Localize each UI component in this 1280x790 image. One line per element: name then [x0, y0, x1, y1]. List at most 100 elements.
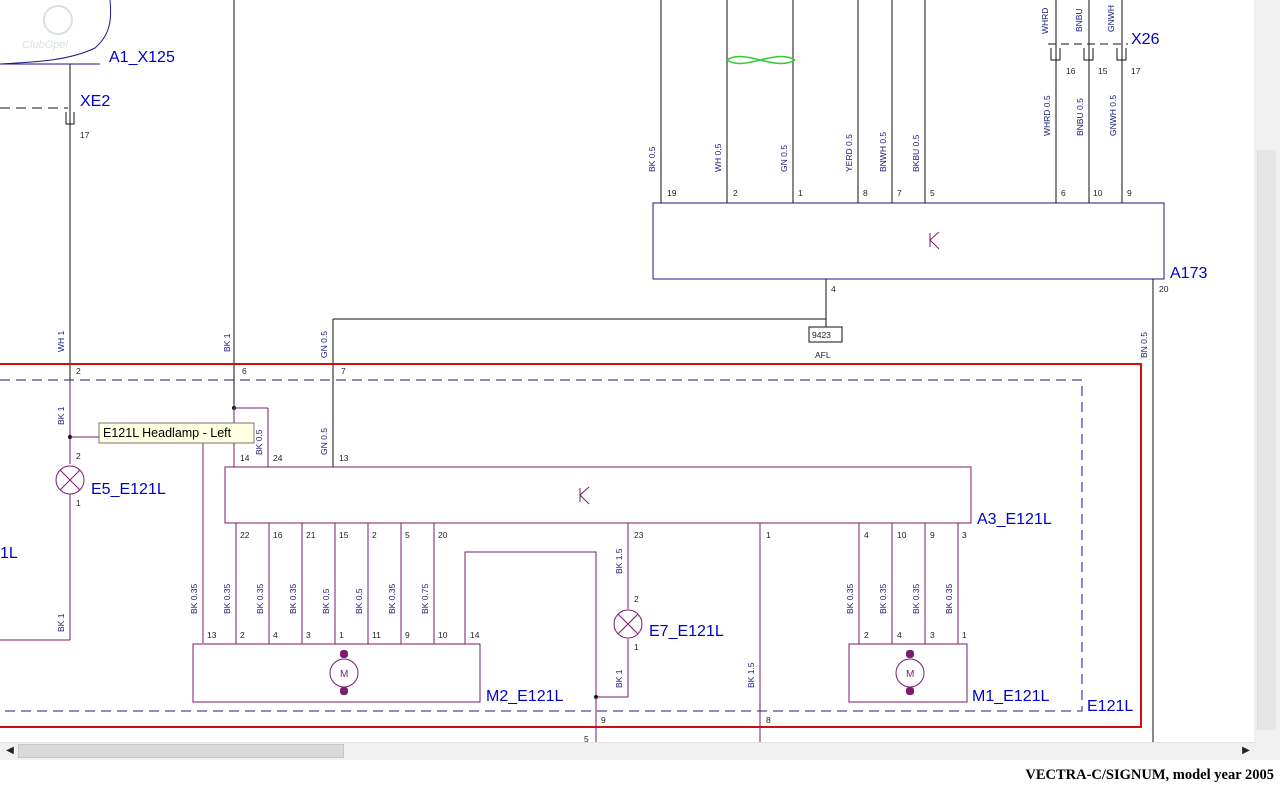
pin-label: 6 — [1061, 188, 1066, 198]
a3-module[interactable] — [224, 466, 972, 524]
pin-label: 10 — [897, 530, 907, 540]
wire-label: BNBU 0.5 — [1075, 98, 1085, 136]
e121l-dashed-frame — [0, 379, 1083, 712]
pin-label: 8 — [863, 188, 868, 198]
m1-label: M1_E121L — [972, 688, 1049, 705]
motor-symbol: M — [906, 669, 914, 680]
pin-label: 22 — [240, 530, 250, 540]
transistor-icon — [579, 486, 590, 505]
wire-label: GNWH — [1106, 5, 1116, 32]
motor-symbol: M — [340, 669, 348, 680]
pin-label: 3 — [306, 630, 311, 640]
pin-label: 5 — [405, 530, 410, 540]
pin-label: 9 — [930, 530, 935, 540]
pin-label: 23 — [634, 530, 644, 540]
m1-motor-module[interactable] — [848, 643, 968, 703]
lamp-icon — [55, 465, 85, 495]
x26-connector-icon — [1050, 48, 1127, 61]
pin-label: 15 — [1098, 66, 1108, 76]
pin-label: 16 — [1066, 66, 1076, 76]
wire-label: BK 0.35 — [255, 583, 265, 614]
component-tooltip: E121L Headlamp - Left — [98, 422, 255, 444]
pin-label: 2 — [864, 630, 869, 640]
pin-label: 6 — [242, 366, 247, 376]
pin-label: 17 — [80, 130, 90, 140]
partial-left-label: 1L — [0, 545, 18, 562]
wire-label: BK 1 — [222, 333, 232, 352]
wire-label: BK 0.35 — [911, 583, 921, 614]
wire-label: BK 1.5 — [746, 662, 756, 688]
pin-label: 17 — [1131, 66, 1141, 76]
vertical-scrollbar-thumb[interactable] — [1257, 150, 1276, 730]
afl-label: AFL — [815, 350, 831, 360]
pin-label: 2 — [76, 451, 81, 461]
pin-label: 16 — [273, 530, 283, 540]
wire-label: WHRD 0.5 — [1042, 95, 1052, 136]
wire-label: BK 0.35 — [845, 583, 855, 614]
wire-label: WH 1 — [56, 330, 66, 352]
pin-label: 14 — [240, 453, 250, 463]
wire-label: BK 0.35 — [387, 583, 397, 614]
wire-label: GN 0.5 — [319, 331, 329, 358]
wire-label: BK 0.5 — [254, 429, 264, 455]
wire-label: BK 1 — [614, 669, 624, 688]
wire-label: BK 0.35 — [878, 583, 888, 614]
pin-label: 4 — [897, 630, 902, 640]
svg-text:ClubOpel: ClubOpel — [22, 39, 68, 51]
wire-label: BNBU — [1074, 8, 1084, 32]
horizontal-scrollbar-thumb[interactable] — [18, 744, 344, 758]
wire-label: GNWH 0.5 — [1108, 95, 1118, 136]
pin-label: 21 — [306, 530, 316, 540]
pin-label: 4 — [831, 284, 836, 294]
pin-label: 5 — [584, 734, 589, 742]
wire-label: WH 0.5 — [713, 143, 723, 172]
a173-label: A173 — [1170, 265, 1207, 282]
pin-label: 7 — [341, 366, 346, 376]
site-logo-watermark: ClubOpel — [22, 5, 73, 51]
wiring-diagram: ClubOpel A1_X125 XE2 17 WHRD BNBU GNWH X… — [0, 0, 1207, 742]
pin-label: 2 — [733, 188, 738, 198]
pin-label: 4 — [273, 630, 278, 640]
wire-label: YERD 0.5 — [844, 134, 854, 172]
scroll-right-icon[interactable]: ▶ — [1242, 745, 1250, 756]
m2-motor-module[interactable] — [192, 643, 481, 703]
motor-icon: M — [329, 650, 359, 695]
wiring-diagram-viewport[interactable]: ClubOpel A1_X125 XE2 17 WHRD BNBU GNWH X… — [0, 0, 1254, 742]
pin-label: 13 — [339, 453, 349, 463]
pin-label: 8 — [766, 715, 771, 725]
pin-label: 1 — [634, 642, 639, 652]
e121l-label: E121L — [1087, 698, 1133, 715]
a3-label: A3_E121L — [977, 511, 1052, 528]
pin-label: 15 — [339, 530, 349, 540]
pin-label: 19 — [667, 188, 677, 198]
scrollbar-corner — [1254, 742, 1280, 760]
footer — [0, 760, 1280, 790]
afl-code: 9423 — [812, 330, 831, 340]
pin-label: 9 — [405, 630, 410, 640]
pin-label: 3 — [930, 630, 935, 640]
wire-label: BN 0.5 — [1139, 332, 1149, 358]
pin-label: 2 — [240, 630, 245, 640]
pin-label: 1 — [766, 530, 771, 540]
pin-label: 2 — [372, 530, 377, 540]
pin-label: 7 — [897, 188, 902, 198]
wire-label: WHRD — [1040, 8, 1050, 34]
wire-label: GN 0.5 — [779, 145, 789, 172]
a173-module[interactable] — [652, 202, 1165, 280]
wire-label: BK 0.75 — [420, 583, 430, 614]
e7-label: E7_E121L — [649, 623, 724, 640]
lamp-icon — [613, 609, 643, 639]
pin-label: 14 — [470, 630, 480, 640]
wire-label: BK 1.5 — [614, 548, 624, 574]
pin-label: 1 — [76, 498, 81, 508]
pin-label: 9 — [1127, 188, 1132, 198]
wire-label: BK 0.35 — [944, 583, 954, 614]
scroll-left-icon[interactable]: ◀ — [6, 745, 14, 756]
pin-label: 1 — [798, 188, 803, 198]
transistor-icon — [929, 231, 940, 250]
wire-label: BK 0.5 — [321, 588, 331, 614]
e121l-frame — [0, 363, 1142, 728]
pin-label: 1 — [339, 630, 344, 640]
harness-outline — [0, 0, 112, 65]
pin-label: 24 — [273, 453, 283, 463]
